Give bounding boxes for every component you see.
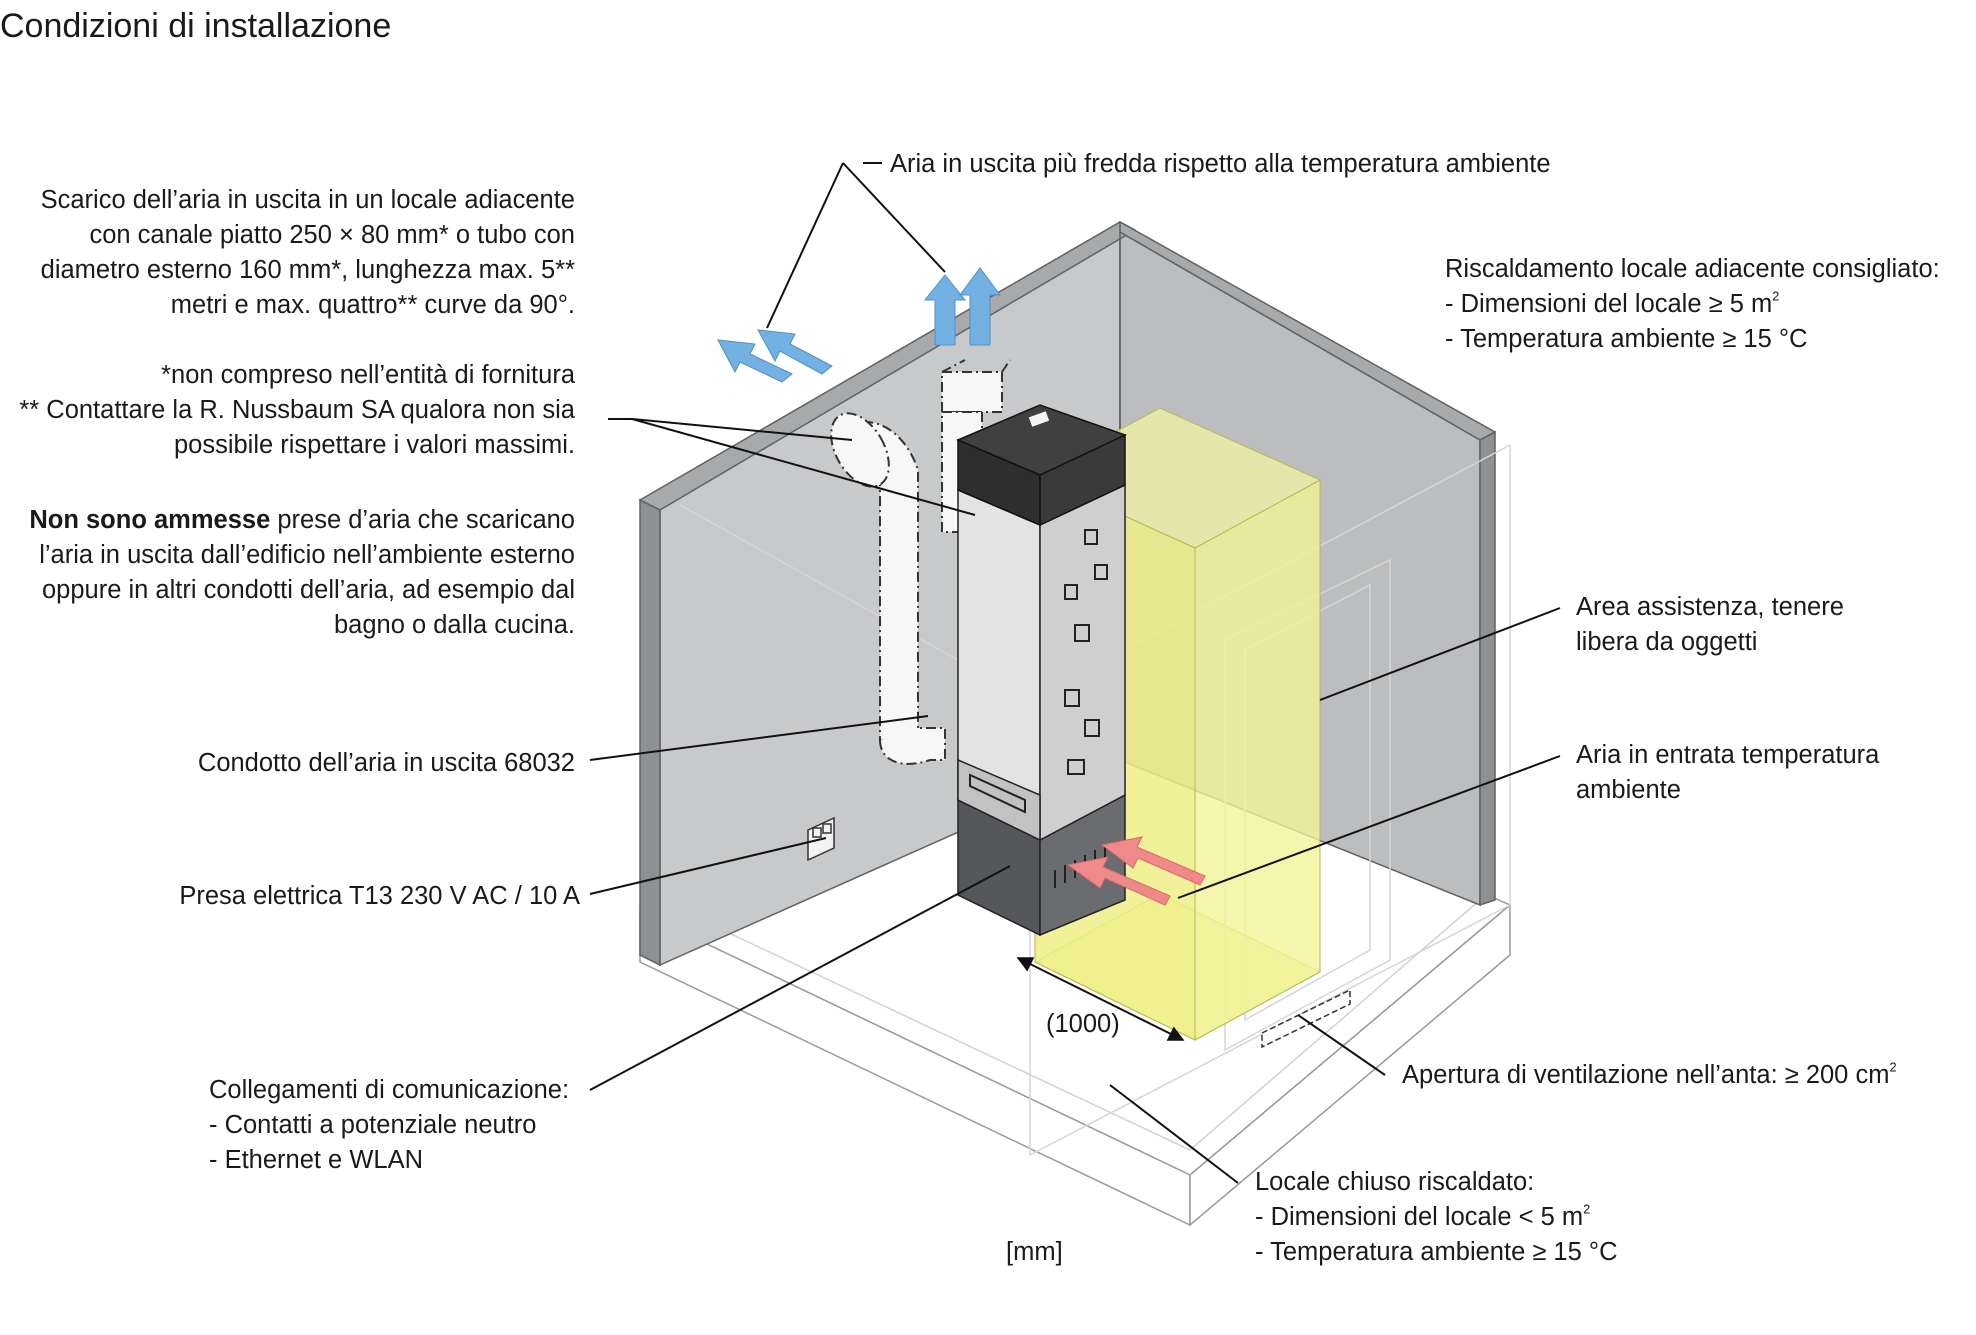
footnote-2-line-2: possibile rispettare i valori massimi. bbox=[173, 431, 575, 459]
dimension-label: (1000) bbox=[1046, 1010, 1120, 1038]
footnote-block: *non compreso nell’entità di fornitura *… bbox=[19, 358, 575, 463]
exhaust-arrows bbox=[717, 267, 1001, 383]
communication-label: Collegamenti di comunicazione: - Contatt… bbox=[209, 1076, 570, 1174]
socket-label: Presa elettrica T13 230 V AC / 10 A bbox=[179, 882, 580, 910]
door-vent-label: Apertura di ventilazione nell’anta: ≥ 20… bbox=[1402, 1059, 1897, 1089]
intake-arrows bbox=[1066, 836, 1206, 906]
exhaust-duct-label: Condotto dell’aria in uscita 68032 bbox=[197, 749, 575, 777]
footnote-2-line-1: ** Contattare la R. Nussbaum SA qualora … bbox=[19, 396, 575, 424]
heat-pump-device bbox=[956, 404, 1127, 937]
not-allowed-bold: Non sono ammesse bbox=[29, 506, 271, 534]
closed-room-label: Locale chiuso riscaldato: - Dimensioni d… bbox=[1255, 1168, 1618, 1266]
device-front-panel bbox=[969, 529, 1108, 888]
unit-label: [mm] bbox=[1006, 1238, 1063, 1266]
leader-lines bbox=[589, 162, 1561, 1184]
exhaust-adjacent-label: Scarico dell’aria in uscita in un locale… bbox=[40, 186, 575, 319]
exhaust-cold-label: Aria in uscita più fredda rispetto alla … bbox=[890, 150, 1551, 178]
heating-adjacent-label: Riscaldamento locale adiacente consiglia… bbox=[1445, 255, 1940, 353]
dimension-arrow bbox=[1016, 957, 1185, 1041]
service-area-label: Area assistenza, tenere libera da oggett… bbox=[1576, 593, 1844, 656]
footnote-1: *non compreso nell’entità di fornitura bbox=[161, 361, 575, 389]
page-title: Condizioni di installazione bbox=[0, 7, 392, 45]
door-vent-opening bbox=[1261, 988, 1351, 1049]
intake-label: Aria in entrata temperatura ambiente bbox=[1576, 741, 1880, 804]
not-allowed-note: Non sono ammesse prese d’aria che scaric… bbox=[29, 506, 575, 639]
